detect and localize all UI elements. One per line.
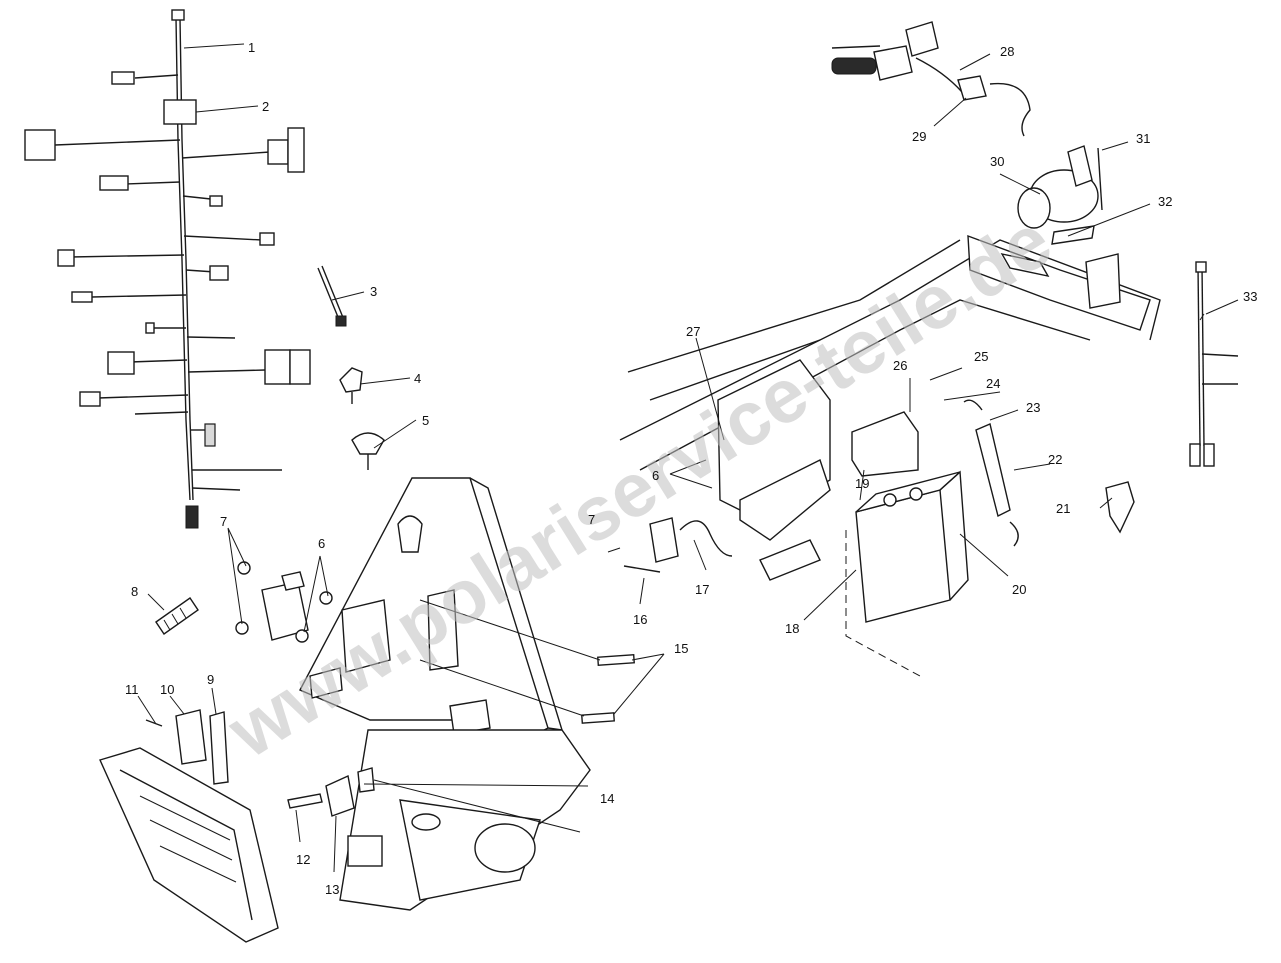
callout-24: 24 [986, 376, 1000, 391]
callout-9: 9 [207, 672, 214, 687]
callout-14: 14 [600, 791, 614, 806]
callout-labels: 1 2 3 4 5 6 7 8 9 10 11 12 13 14 15 16 1… [125, 40, 1257, 897]
callout-6-right: 6 [652, 468, 659, 483]
callout-10: 10 [160, 682, 174, 697]
callout-6-left: 6 [318, 536, 325, 551]
callout-5: 5 [422, 413, 429, 428]
callout-29: 29 [912, 129, 926, 144]
horn-30 [1017, 145, 1103, 245]
callout-8: 8 [131, 584, 138, 599]
leader-lines [137, 43, 1239, 873]
cable-17 [623, 517, 733, 573]
front-guard [99, 709, 279, 943]
callout-28: 28 [1000, 44, 1014, 59]
callout-23: 23 [1026, 400, 1040, 415]
wiring-harness [24, 9, 311, 529]
center-frame [299, 477, 591, 911]
callout-4: 4 [414, 371, 421, 386]
connector-21 [1105, 481, 1135, 534]
callout-3: 3 [370, 284, 377, 299]
handlebar-switch [831, 21, 1031, 137]
callout-22: 22 [1048, 452, 1062, 467]
callout-33: 33 [1243, 289, 1257, 304]
callout-7-right: 7 [588, 512, 595, 527]
bolt-12 [287, 793, 323, 809]
callout-26: 26 [893, 358, 907, 373]
callout-20: 20 [1012, 582, 1026, 597]
bolts-15 [419, 599, 635, 724]
strap-22 [963, 399, 1019, 547]
battery-tray-27 [717, 359, 831, 581]
pad-26 [851, 411, 919, 477]
callout-18: 18 [785, 621, 799, 636]
callout-2: 2 [262, 99, 269, 114]
battery-18 [845, 470, 969, 677]
callout-31: 31 [1136, 131, 1150, 146]
callout-30: 30 [990, 154, 1004, 169]
sensor-part-3 [317, 265, 347, 327]
clamp-part-5 [351, 432, 385, 470]
spring-part-8 [155, 597, 199, 635]
callout-19: 19 [855, 476, 869, 491]
callout-17: 17 [695, 582, 709, 597]
callout-27: 27 [686, 324, 700, 339]
callout-7-left: 7 [220, 514, 227, 529]
callout-1: 1 [248, 40, 255, 55]
cdi-module [235, 561, 333, 643]
callout-12: 12 [296, 852, 310, 867]
callout-13: 13 [325, 882, 339, 897]
switch-part-4 [339, 367, 363, 404]
callout-11: 11 [125, 682, 139, 697]
callout-16: 16 [633, 612, 647, 627]
callout-25: 25 [974, 349, 988, 364]
callout-21: 21 [1056, 501, 1070, 516]
callout-15: 15 [674, 641, 688, 656]
wire-33 [1189, 261, 1239, 467]
callout-32: 32 [1158, 194, 1172, 209]
bracket-13 [325, 767, 375, 817]
